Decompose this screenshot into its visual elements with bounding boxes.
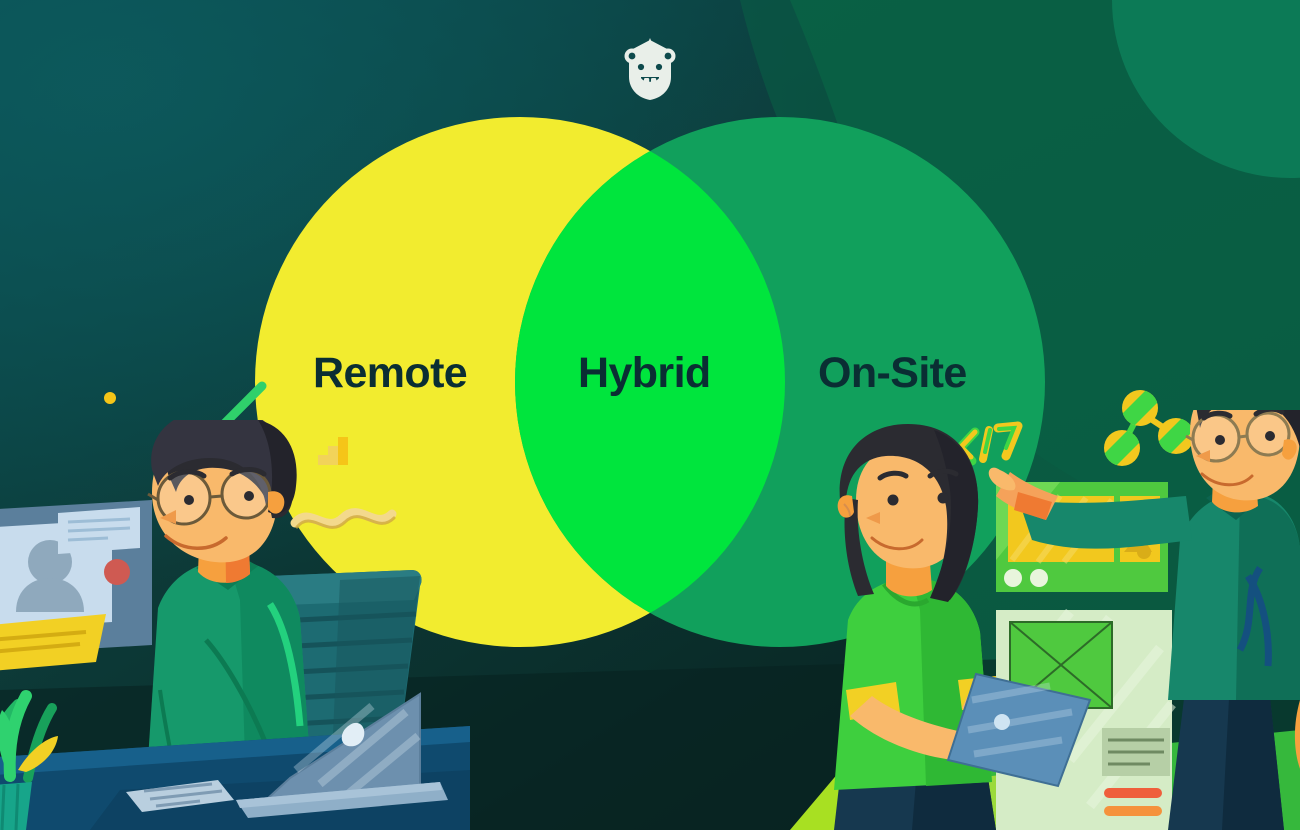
stroke-green-icon: [219, 381, 267, 429]
venn-label-remote: Remote: [313, 349, 468, 397]
venn-intersection-hybrid: [515, 117, 785, 647]
laptop: [236, 692, 448, 818]
man-pointing-at-board: [988, 410, 1300, 830]
record-dot-icon: [104, 559, 130, 585]
person-body: [146, 556, 312, 791]
molecule-icon: [1104, 390, 1194, 466]
ribbon-wave-icon: [290, 508, 397, 528]
venn-label-onsite: On-Site: [818, 349, 967, 397]
potted-plant: [0, 690, 58, 830]
stairs-icon: [318, 437, 348, 465]
tablet-device: [946, 672, 1092, 788]
venn-label-hybrid: Hybrid: [578, 349, 711, 397]
ribbon-wave-shadow: [295, 515, 396, 529]
chat-bubble: [58, 507, 140, 562]
beaver-mascot-icon: [624, 38, 676, 100]
sticky-note: [0, 614, 106, 671]
dot-yellow-icon: [104, 392, 116, 404]
woman-with-tablet: [834, 424, 1092, 830]
person-head: [147, 420, 297, 583]
papers-on-desk: [126, 780, 234, 812]
decor-circle-topright: [1112, 0, 1300, 178]
